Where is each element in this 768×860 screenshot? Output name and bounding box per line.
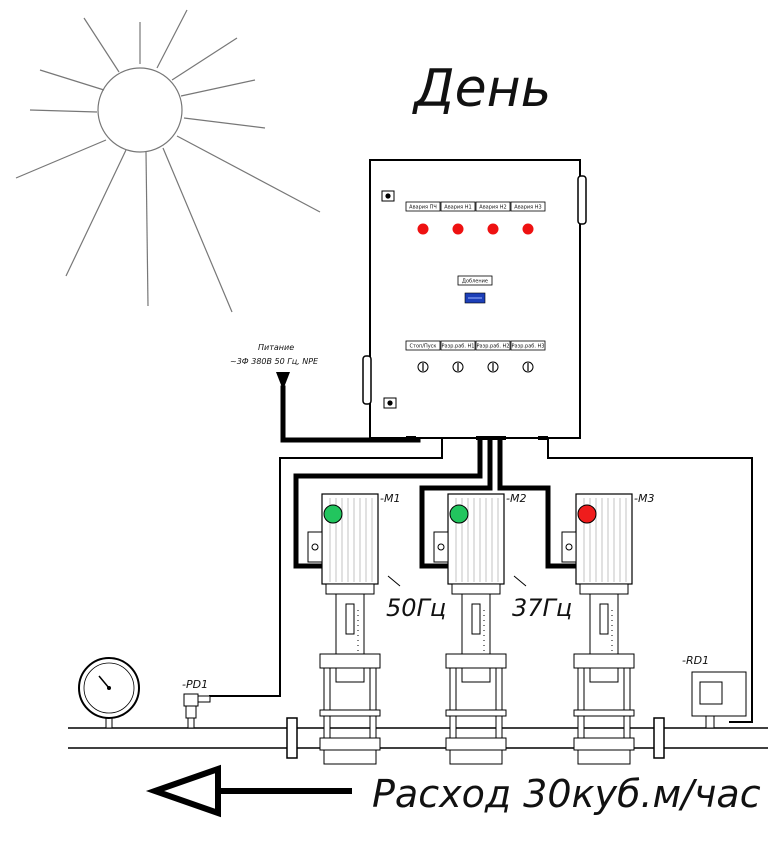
pump-m1: -M1 50Гц: [307, 492, 446, 765]
pump-m1-status-lamp: [323, 504, 343, 524]
control-label-n1: Разр.раб. Н1: [442, 344, 475, 350]
alarm-label-n3: Авария Н3: [514, 205, 541, 211]
pump-m2-tag: -M2: [506, 492, 526, 505]
selector-switch-n1[interactable]: [452, 361, 464, 373]
alarm-label-n1: Авария Н1: [444, 205, 471, 211]
selector-switch-n3[interactable]: [522, 361, 534, 373]
control-panel: Авария ПЧ Авария Н1 Авария Н2 Авария Н3 …: [362, 159, 587, 440]
page-title: День: [412, 59, 551, 119]
alarm-label-vfd: Авария ПЧ: [409, 205, 437, 211]
pressure-relay-icon: [691, 671, 747, 729]
alarm-lamp-n1: [452, 223, 464, 235]
boost-label: Добление: [462, 279, 488, 285]
power-arrow-icon: [276, 372, 290, 390]
alarm-lamp-n2: [487, 223, 499, 235]
selector-switch-n2[interactable]: [487, 361, 499, 373]
pressure-relay-tag: -RD1: [682, 654, 709, 667]
flow-direction-arrow-icon: [145, 764, 352, 818]
control-label-n2: Разр.раб. Н2: [477, 344, 510, 350]
pressure-sensor-tag: -PD1: [182, 678, 208, 691]
alarm-lamp-vfd: [417, 223, 429, 235]
pump-m2-frequency: 37Гц: [512, 594, 572, 622]
pressure-gauge-icon: [78, 657, 140, 729]
pump-m3-status-lamp: [577, 504, 597, 524]
control-label-n3: Разр.раб. Н3: [512, 344, 545, 350]
control-label-start-stop: Стоп/Пуск: [410, 344, 437, 350]
power-spec-label: ~3Ф 380В 50 Гц, NPE: [230, 357, 319, 366]
selector-switch-start-stop[interactable]: [417, 361, 429, 373]
pump-m3: -M3: [561, 492, 654, 765]
pump-m1-frequency: 50Гц: [386, 594, 446, 622]
pump-m3-tag: -M3: [634, 492, 654, 505]
pump-m1-tag: -M1: [380, 492, 400, 505]
pump-m2-status-lamp: [449, 504, 469, 524]
main-pipe: [68, 717, 768, 759]
alarm-lamp-n3: [522, 223, 534, 235]
flow-rate-label: Расход 30куб.м/час: [372, 772, 761, 816]
alarm-label-n2: Авария Н2: [479, 205, 506, 211]
pressure-sensor-icon: [183, 693, 211, 729]
pump-m2: -M2 37Гц: [433, 492, 572, 765]
power-label: Питание: [258, 343, 294, 352]
sun-icon: [15, 9, 321, 313]
wiring: [209, 385, 753, 723]
